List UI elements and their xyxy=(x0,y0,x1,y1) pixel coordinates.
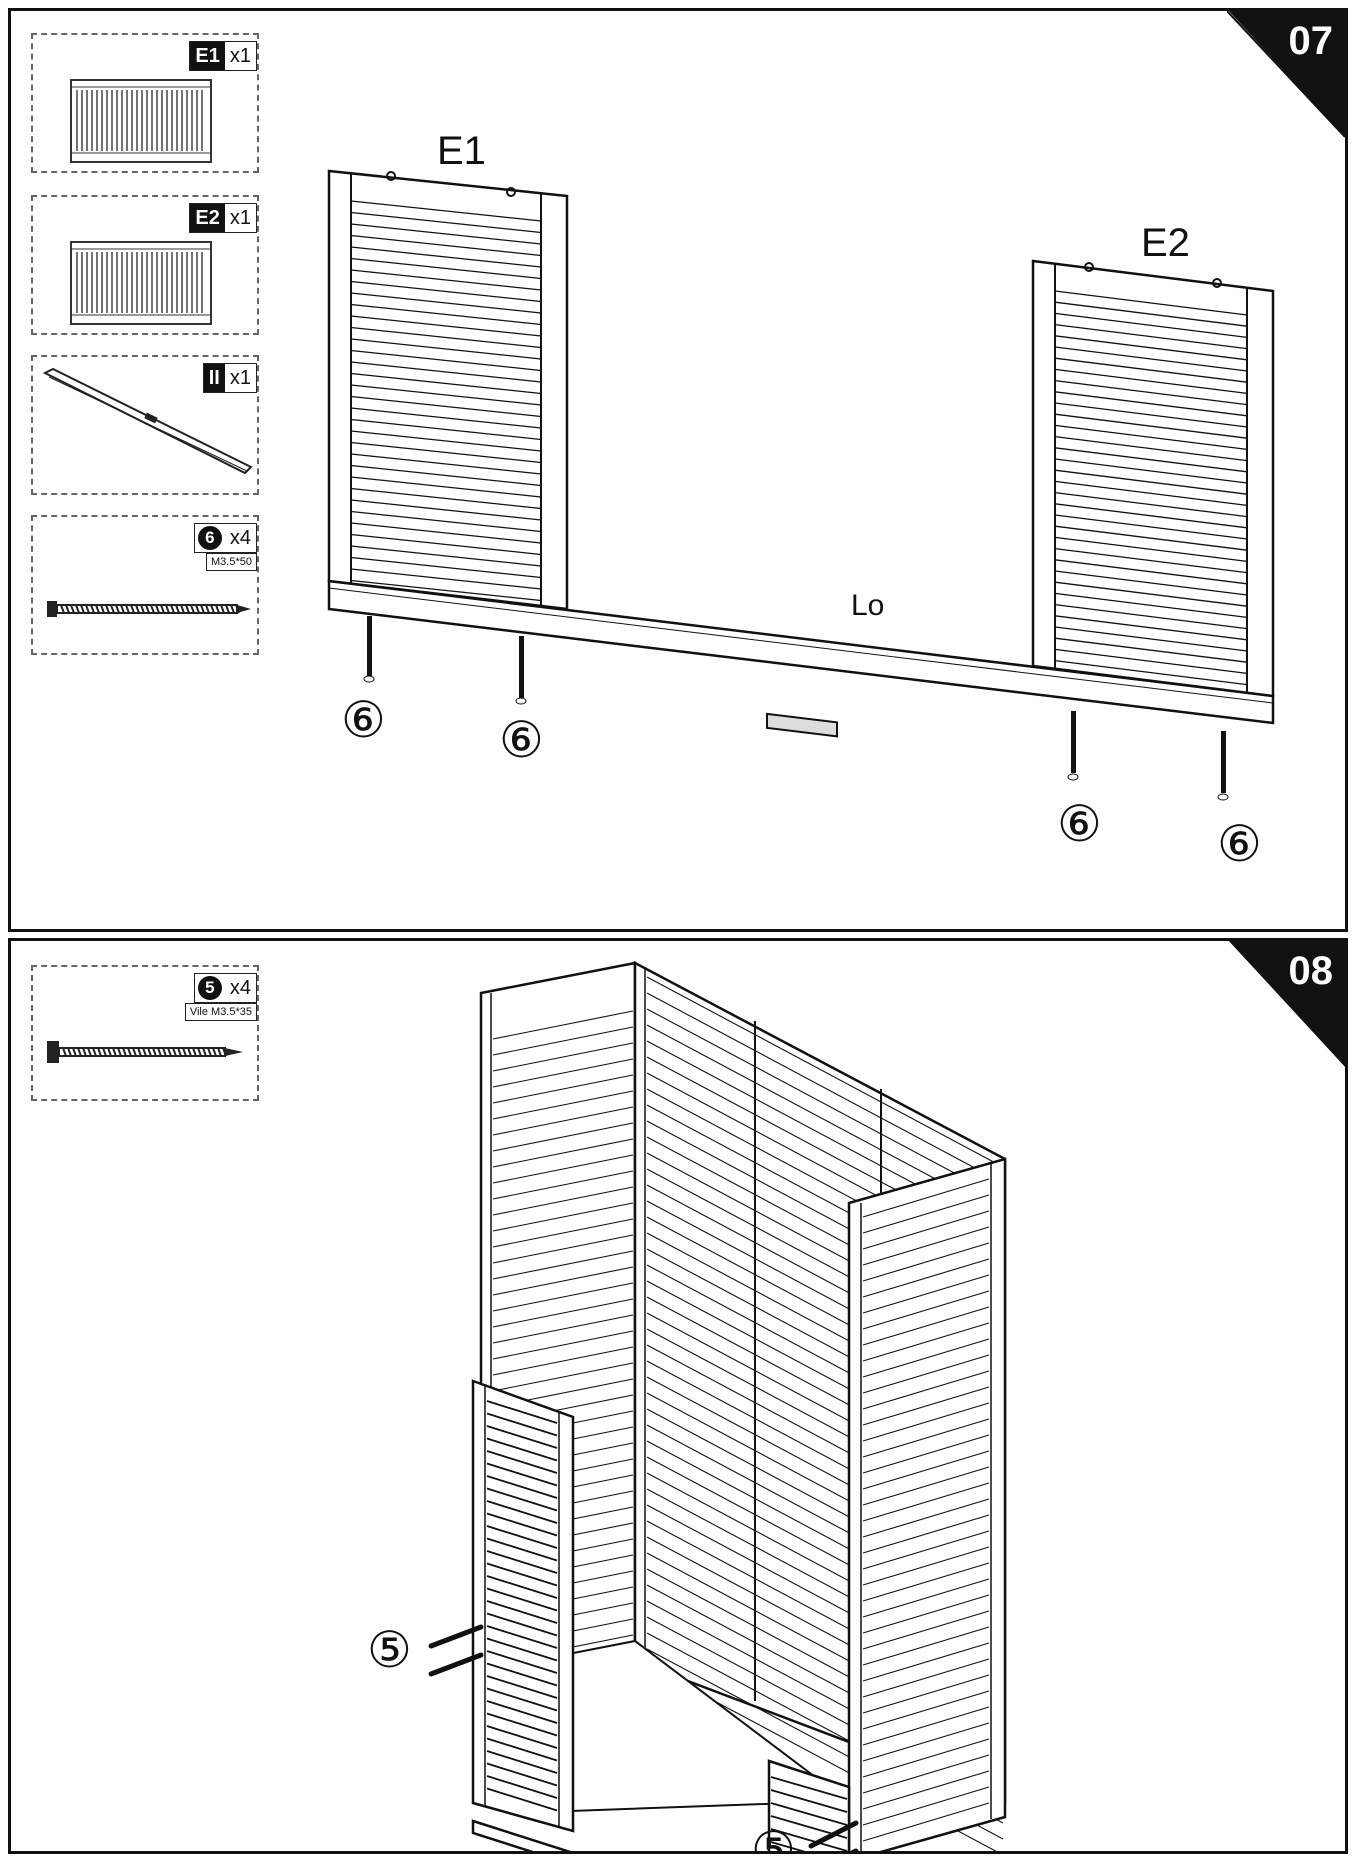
part-code: II xyxy=(203,364,225,392)
screw-callout-6: ⑥ xyxy=(341,692,386,748)
screw-callout-6: ⑥ xyxy=(1057,796,1102,852)
part-box-rail: II x1 xyxy=(31,355,259,495)
screw-callout-6: ⑥ xyxy=(499,712,544,768)
label-e1: E1 xyxy=(437,129,486,173)
step-07-panel: 07 E1 x1 E2 x1 II x1 xyxy=(8,8,1348,932)
panel-e1-thumbnail xyxy=(70,79,212,163)
part-tag-e1: E1 x1 xyxy=(189,41,257,71)
part-box-screw-5: 5 x4 Vile M3.5*35 xyxy=(31,965,259,1101)
screw-callout-6: ⑥ xyxy=(1217,816,1262,872)
part-tag-screw-6: 6 x4 xyxy=(193,523,257,553)
step-08-panel: 08 5 x4 Vile M3.5*35 xyxy=(8,938,1348,1854)
step-number-corner xyxy=(1227,11,1345,138)
part-code: 6 xyxy=(197,526,222,550)
label-e2: E2 xyxy=(1141,221,1190,265)
screw-m35x50-thumbnail xyxy=(47,601,251,617)
part-box-e1: E1 x1 xyxy=(31,33,259,173)
part-qty: x4 xyxy=(224,524,256,552)
part-tag-rail: II x1 xyxy=(202,363,257,393)
part-code: E1 xyxy=(190,42,225,70)
part-tag-screw-5: 5 x4 xyxy=(193,973,257,1003)
panel-e2-thumbnail xyxy=(70,241,212,325)
screw-callout-5: ⑤ xyxy=(751,1822,796,1854)
part-box-screw-6: 6 x4 M3.5*50 xyxy=(31,515,259,655)
step-number: 08 xyxy=(1288,949,1334,993)
step-number: 07 xyxy=(1288,19,1334,63)
screw-callout-5: ⑤ xyxy=(367,1622,412,1678)
part-box-e2: E2 x1 xyxy=(31,195,259,335)
part-spec: M3.5*50 xyxy=(206,553,257,571)
step-number-corner xyxy=(1228,941,1345,1067)
part-qty: x1 xyxy=(224,42,256,70)
step-08-assembly-drawing xyxy=(428,960,1007,1851)
label-lo: Lo xyxy=(851,589,885,622)
step-07-assembly-drawing xyxy=(327,169,1275,801)
part-qty: x1 xyxy=(224,364,256,392)
screw-m35x35-thumbnail xyxy=(47,1041,243,1063)
part-code: E2 xyxy=(190,204,225,232)
part-code: 5 xyxy=(197,976,222,1000)
part-spec: Vile M3.5*35 xyxy=(184,1003,257,1021)
part-tag-e2: E2 x1 xyxy=(189,203,257,233)
part-qty: x4 xyxy=(224,974,256,1002)
part-qty: x1 xyxy=(224,204,256,232)
rail-thumbnail xyxy=(42,367,253,475)
